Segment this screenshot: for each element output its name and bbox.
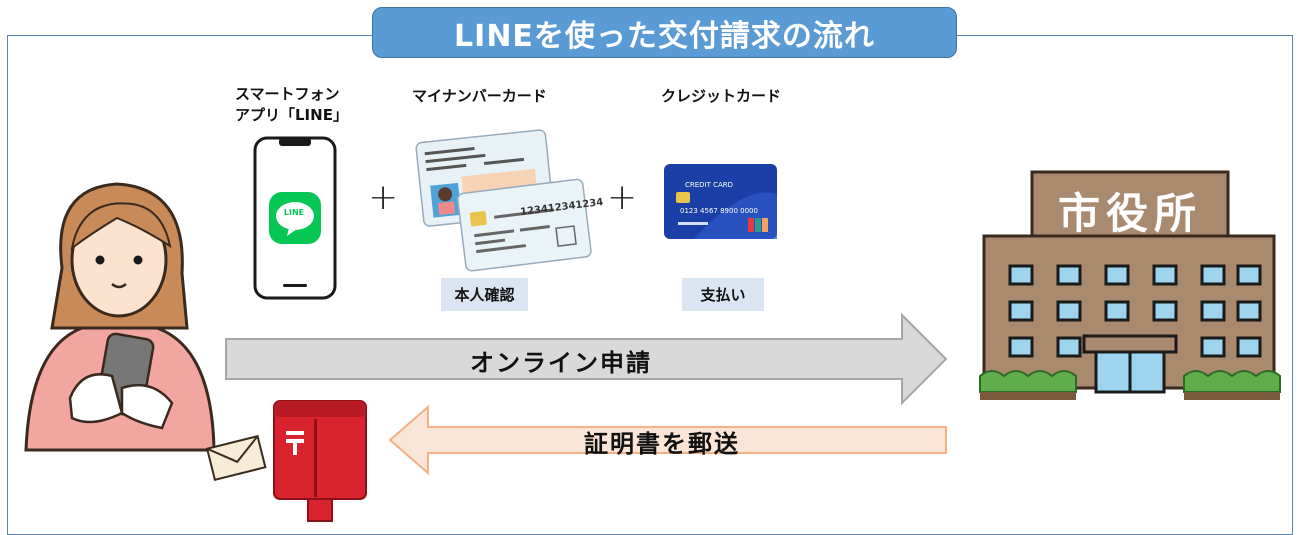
smartphone-label-line2: アプリ「LINE」 <box>235 106 348 124</box>
city-hall-icon <box>979 170 1281 400</box>
woman-with-phone-icon <box>24 182 216 452</box>
mynumber-label: マイナンバーカード <box>412 87 547 105</box>
line-logo-text: LINE <box>283 208 305 217</box>
identity-check-tag: 本人確認 <box>441 278 528 311</box>
mailbox-icon <box>273 400 367 522</box>
certificate-mail-arrow <box>388 404 947 476</box>
certificate-mail-label: 証明書を郵送 <box>584 430 740 458</box>
smartphone-label: スマートフォン アプリ「LINE」 <box>235 84 348 126</box>
diagram-title: LINEを使った交付請求の流れ <box>372 7 957 58</box>
mynumber-card-icon <box>415 129 592 272</box>
credit-card-title: CREDIT CARD <box>685 181 734 189</box>
plus-sign-2: + <box>607 177 638 218</box>
credit-card-number: 0123 4567 8900 0000 <box>680 207 758 215</box>
creditcard-label: クレジットカード <box>661 87 782 105</box>
credit-card-icon <box>664 164 777 239</box>
envelope-icon <box>205 434 267 481</box>
smartphone-label-line1: スマートフォン <box>235 85 340 103</box>
online-application-label: オンライン申請 <box>470 349 652 377</box>
payment-tag: 支払い <box>682 278 764 311</box>
city-hall-sign: 市役所 <box>1057 189 1202 238</box>
smartphone-icon <box>253 136 337 300</box>
plus-sign-1: + <box>368 177 399 218</box>
online-application-arrow <box>225 312 948 406</box>
